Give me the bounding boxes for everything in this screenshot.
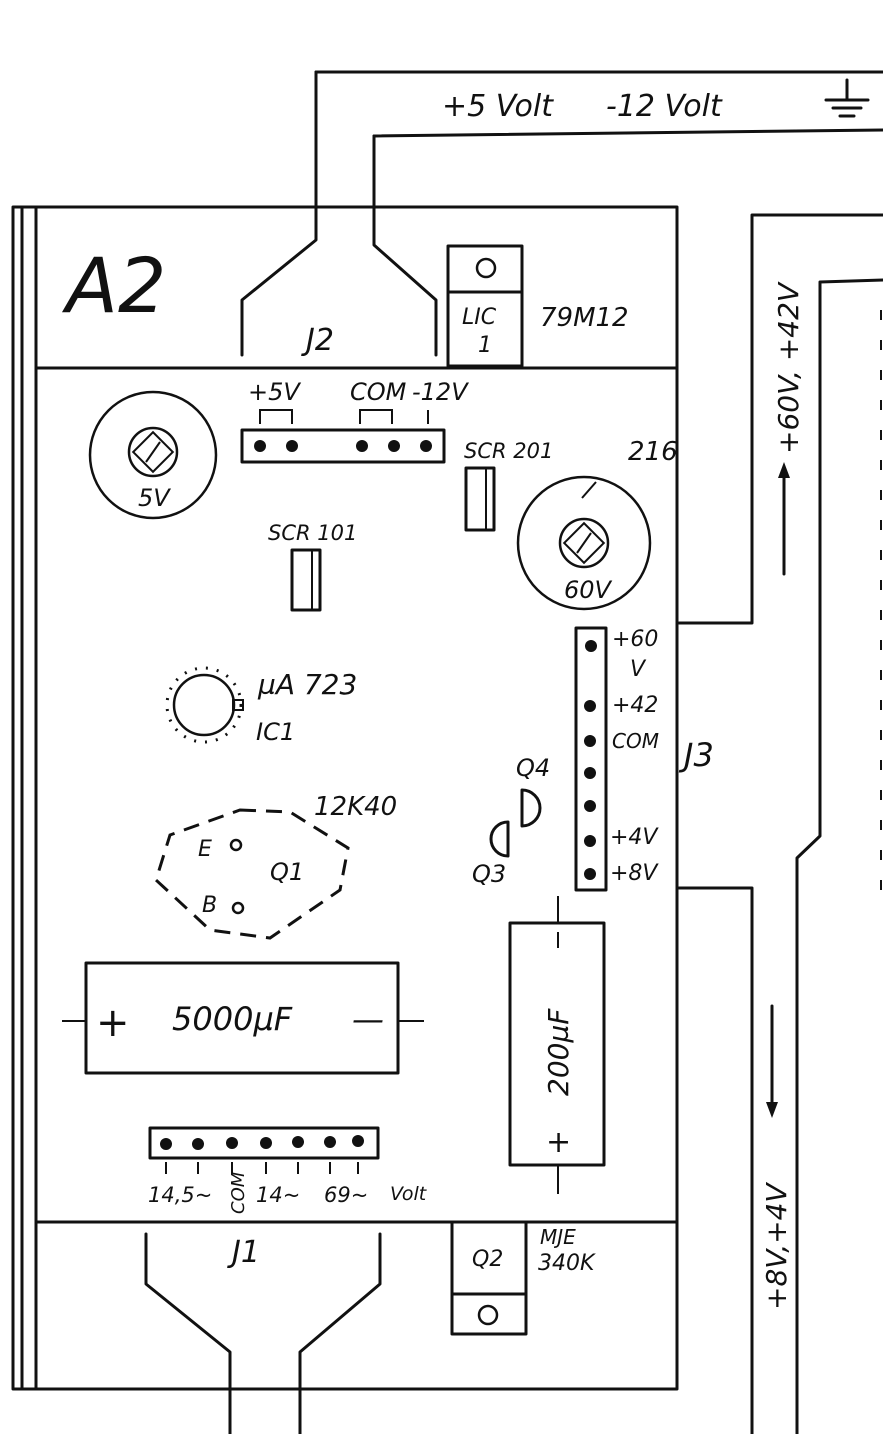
bus-minus12-label: -12 Volt (606, 89, 723, 124)
lic1-label: LIC (462, 305, 497, 330)
cap-200uf-label: 200µF (542, 1008, 575, 1096)
ground-icon (824, 78, 870, 118)
ic1-ref-label: IC1 (256, 718, 295, 746)
pot-60v-label: 60V (564, 576, 613, 604)
lic1-regulator (446, 244, 524, 368)
board-outline (11, 205, 679, 1391)
ic1-ua723 (165, 666, 244, 744)
pot-5v[interactable] (88, 390, 218, 520)
board-title: A2 (61, 241, 166, 330)
j3-label: J3 (678, 736, 714, 774)
q1-e-label: E (198, 837, 212, 862)
arrow-down-icon (766, 1004, 778, 1118)
j3-pin-8v: +8V (610, 861, 659, 886)
side-label-lower: +8V,+4V (760, 1182, 793, 1310)
q2-ref-label: Q2 (472, 1247, 503, 1272)
pot-5v-label: 5V (138, 484, 171, 512)
header-top-com: COM (350, 378, 407, 406)
scr101-label: SCR 101 (268, 521, 357, 545)
cap-5000uf-plus: + (96, 1000, 130, 1046)
scr101 (290, 548, 322, 612)
q2-transistor (450, 1220, 528, 1336)
q3-transistor (489, 820, 510, 858)
q1-b-label: B (202, 893, 217, 918)
header-bottom-com: COM (228, 1171, 249, 1214)
ic1-part-label: µA 723 (257, 668, 357, 701)
q4-transistor (520, 788, 542, 828)
bus-plus5-label: +5 Volt (442, 89, 554, 124)
pot-60v[interactable] (516, 475, 652, 611)
q2-part-label-1: MJE (540, 1225, 576, 1249)
bottom-bus-traces (144, 1232, 382, 1434)
pot-60v-tag: 216 (628, 437, 678, 467)
j3-pin-60: +60 (612, 627, 658, 652)
q3-label: Q3 (472, 860, 506, 888)
arrow-up-icon (778, 462, 790, 576)
scr201-label: SCR 201 (464, 439, 553, 463)
j1-label: J1 (227, 1235, 260, 1270)
j3-connector[interactable] (574, 626, 608, 892)
cap-5000uf-label: 5000µF (172, 1000, 293, 1038)
header-bottom-connector[interactable] (148, 1126, 380, 1174)
j3-pin-com: COM (612, 729, 659, 753)
header-top-minus12v: -12V (412, 378, 469, 406)
side-label-upper: +60V, +42V (772, 281, 805, 454)
right-side-traces (677, 213, 883, 1434)
j3-pin-42: +42 (612, 693, 658, 718)
header-bottom-145: 14,5~ (148, 1183, 212, 1207)
q2-part-label-2: 340K (538, 1251, 596, 1276)
cap-5000uf-minus: — (352, 1000, 384, 1038)
q4-label: Q4 (516, 754, 550, 782)
j2-label: J2 (301, 323, 334, 358)
j3-pin-4v: +4V (610, 825, 659, 850)
q1-ref-label: Q1 (270, 858, 304, 886)
cap-200uf (508, 896, 606, 1194)
header-top-plus5v: +5V (248, 378, 301, 406)
top-bus-traces (240, 70, 883, 357)
j3-pin-60-unit: V (630, 657, 647, 682)
header-top-connector[interactable] (240, 409, 446, 464)
header-bottom-volt: Volt (390, 1183, 428, 1205)
lic1-part-label: 79M12 (540, 303, 629, 333)
header-bottom-14: 14~ (256, 1183, 300, 1207)
cap-200uf-plus: + (546, 1125, 571, 1160)
lic1-number: 1 (478, 333, 492, 358)
cap-5000uf (62, 961, 424, 1075)
scr201 (464, 466, 496, 532)
q1-part-label: 12K40 (314, 792, 397, 822)
q1-transistor (154, 808, 350, 940)
header-bottom-69: 69~ (324, 1183, 368, 1207)
